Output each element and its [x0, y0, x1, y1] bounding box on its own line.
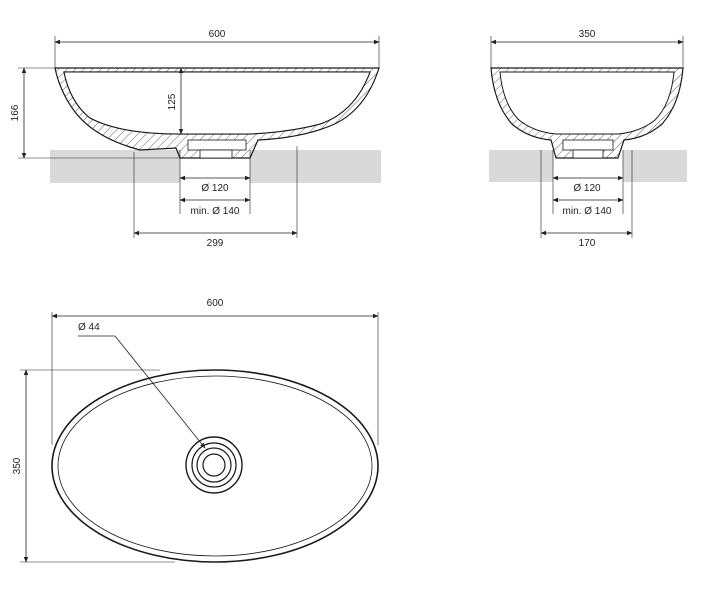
side-view: 350 Ø 120 min. Ø 140 170: [489, 29, 687, 249]
drain-ring: [196, 447, 232, 483]
dim-width-label: 600: [209, 29, 226, 40]
basin-inner-cavity: [63, 71, 371, 135]
drain-ring: [191, 442, 237, 488]
dim-depth-label: 125: [167, 93, 178, 110]
dim-hole-label: min. Ø 140: [191, 206, 240, 217]
drain-fitting: [187, 139, 247, 151]
dim-length-label: 600: [207, 298, 224, 309]
drain-leader: [78, 335, 206, 449]
dim-drain-label: Ø 120: [573, 183, 601, 194]
drain-fitting-inner: [199, 149, 233, 159]
basin-inner-cavity: [499, 71, 675, 135]
drain-fitting: [562, 139, 614, 151]
dim-height-label: 166: [10, 104, 21, 121]
dim-width-label: 350: [579, 29, 596, 40]
top-view: Ø 44 600 350: [12, 298, 379, 563]
drain-hole: [202, 453, 226, 477]
front-view: 600 166 125 Ø 120 min. Ø 140 299: [10, 29, 381, 249]
dim-foot-label: 299: [207, 238, 224, 249]
drain-fitting-inner: [572, 149, 604, 159]
basin-inner-rim: [57, 375, 373, 557]
dim-width-label: 350: [12, 457, 23, 474]
dim-drain-label: Ø 44: [78, 322, 100, 333]
dim-foot-label: 170: [579, 238, 596, 249]
dim-hole-label: min. Ø 140: [563, 206, 612, 217]
dim-drain-label: Ø 120: [201, 183, 229, 194]
